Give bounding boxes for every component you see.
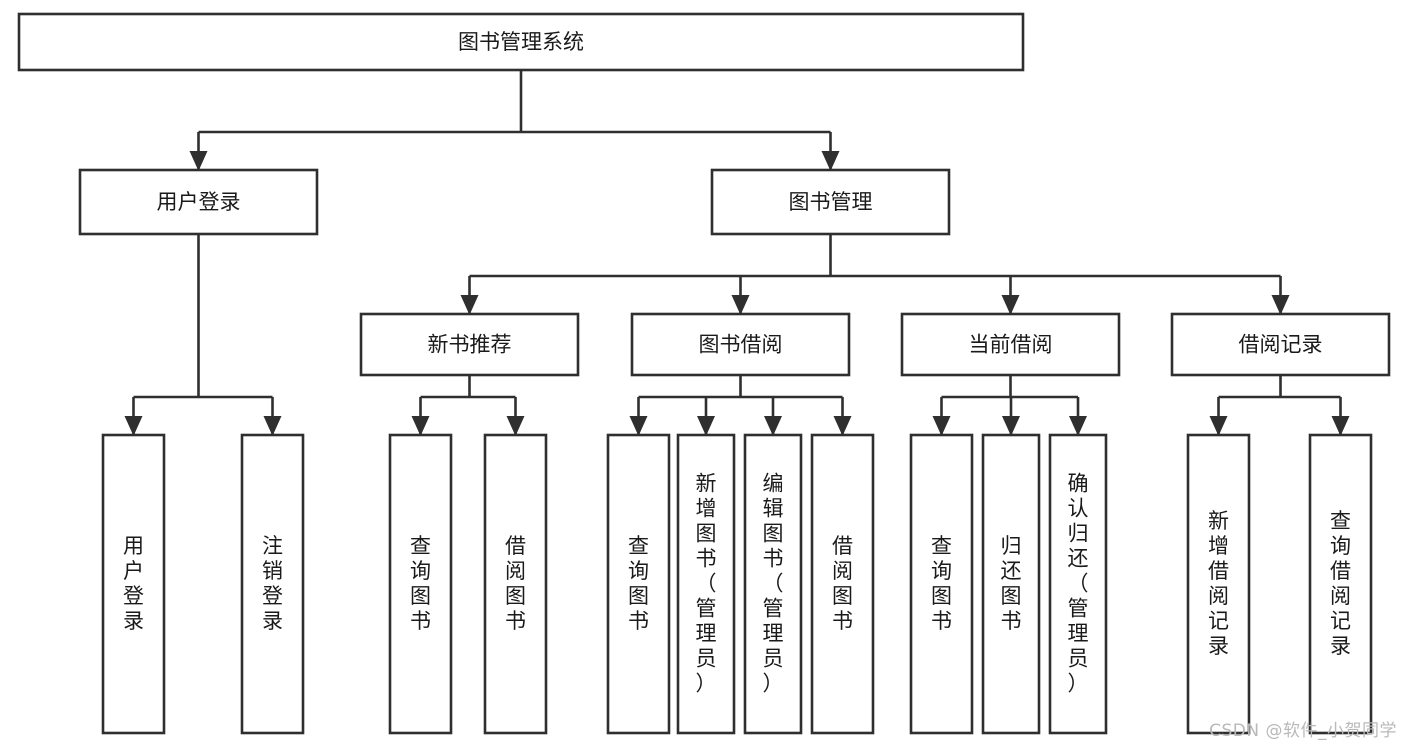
node-book-borrow-label: 图书借阅 xyxy=(699,333,783,357)
node-leaf-user-login-box[interactable] xyxy=(101,433,166,735)
node-user-login-box[interactable] xyxy=(78,168,319,236)
node-leaf-borrow-book-2-box[interactable] xyxy=(810,433,875,735)
node-leaf-confirm-return-label: 确认归还（管理员） xyxy=(1068,472,1089,696)
node-leaf-borrow-book-1-label: 借阅图书 xyxy=(505,534,526,633)
node-leaf-query-book-3[interactable]: 查询图书 xyxy=(909,433,974,735)
node-leaf-add-record[interactable]: 新增借阅记录 xyxy=(1186,433,1251,735)
node-current-borrow[interactable]: 当前借阅 xyxy=(900,312,1121,377)
node-leaf-return-book-box[interactable] xyxy=(981,433,1041,735)
arrow-head-icon xyxy=(629,416,648,436)
node-leaf-add-record-box[interactable] xyxy=(1186,433,1251,735)
arrow-head-icon xyxy=(460,295,479,315)
arrow-head-icon xyxy=(506,416,525,436)
arrow-head-icon xyxy=(697,416,715,436)
node-leaf-user-login[interactable]: 用户登录 xyxy=(101,433,166,735)
node-leaf-query-book-1[interactable]: 查询图书 xyxy=(388,433,453,735)
node-book-borrow[interactable]: 图书借阅 xyxy=(630,312,851,377)
node-new-book-rec-box[interactable] xyxy=(359,312,580,377)
arrow-head-icon xyxy=(1271,295,1290,315)
node-leaf-query-record-box[interactable] xyxy=(1308,433,1373,735)
arrow-head-icon xyxy=(1209,416,1228,436)
node-book-manage[interactable]: 图书管理 xyxy=(710,168,951,236)
node-root-system[interactable]: 图书管理系统 xyxy=(17,12,1025,72)
arrow-head-icon xyxy=(1002,416,1020,436)
node-leaf-query-book-2-box[interactable] xyxy=(606,433,671,735)
node-user-login[interactable]: 用户登录 xyxy=(78,168,319,236)
node-user-login-label: 用户登录 xyxy=(157,190,241,214)
arrow-head-icon xyxy=(263,416,282,436)
arrow-head-icon xyxy=(1069,416,1087,436)
nodes-layer: 图书管理系统用户登录图书管理新书推荐图书借阅当前借阅借阅记录用户登录注销登录查询… xyxy=(17,12,1391,735)
node-leaf-user-logout-box[interactable] xyxy=(240,433,305,735)
node-leaf-edit-book-label: 编辑图书（管理员） xyxy=(763,472,784,696)
node-leaf-query-book-1-box[interactable] xyxy=(388,433,453,735)
node-borrow-record[interactable]: 借阅记录 xyxy=(1170,312,1391,377)
node-leaf-query-book-3-label: 查询图书 xyxy=(931,534,952,633)
node-leaf-user-login-label: 用户登录 xyxy=(123,534,144,633)
connectors-layer xyxy=(124,70,1350,436)
arrow-head-icon xyxy=(124,416,143,436)
node-leaf-edit-book-box[interactable] xyxy=(743,433,803,735)
node-leaf-query-book-3-box[interactable] xyxy=(909,433,974,735)
node-leaf-user-logout[interactable]: 注销登录 xyxy=(240,433,305,735)
watermark-text: CSDN @软件_小贺同学 xyxy=(1209,721,1397,741)
node-leaf-edit-book[interactable]: 编辑图书（管理员） xyxy=(743,433,803,735)
node-current-borrow-box[interactable] xyxy=(900,312,1121,377)
node-root-system-box[interactable] xyxy=(17,12,1025,72)
node-borrow-record-label: 借阅记录 xyxy=(1239,333,1323,357)
node-leaf-return-book-label: 归还图书 xyxy=(1001,534,1022,633)
node-leaf-borrow-book-2[interactable]: 借阅图书 xyxy=(810,433,875,735)
node-root-system-label: 图书管理系统 xyxy=(458,30,584,54)
node-book-manage-box[interactable] xyxy=(710,168,951,236)
arrow-head-icon xyxy=(833,416,852,436)
node-leaf-user-logout-label: 注销登录 xyxy=(262,534,283,633)
node-leaf-borrow-book-1[interactable]: 借阅图书 xyxy=(483,433,548,735)
node-leaf-query-record-label: 查询借阅记录 xyxy=(1330,509,1351,658)
node-book-manage-label: 图书管理 xyxy=(789,190,873,214)
node-leaf-add-book[interactable]: 新增图书（管理员） xyxy=(676,433,736,735)
node-borrow-record-box[interactable] xyxy=(1170,312,1391,377)
node-leaf-query-book-2[interactable]: 查询图书 xyxy=(606,433,671,735)
node-leaf-add-book-box[interactable] xyxy=(676,433,736,735)
node-leaf-borrow-book-1-box[interactable] xyxy=(483,433,548,735)
arrow-head-icon xyxy=(1001,295,1020,315)
arrow-head-icon xyxy=(1331,416,1350,436)
arrow-head-icon xyxy=(411,416,430,436)
node-leaf-query-record[interactable]: 查询借阅记录 xyxy=(1308,433,1373,735)
node-leaf-add-book-label: 新增图书（管理员） xyxy=(696,472,717,696)
node-leaf-confirm-return-box[interactable] xyxy=(1048,433,1108,735)
arrow-head-icon xyxy=(764,416,782,436)
node-leaf-add-record-label: 新增借阅记录 xyxy=(1208,509,1229,658)
node-current-borrow-label: 当前借阅 xyxy=(969,333,1053,357)
node-new-book-rec[interactable]: 新书推荐 xyxy=(359,312,580,377)
arrow-head-icon xyxy=(932,416,951,436)
node-leaf-query-book-2-label: 查询图书 xyxy=(628,534,649,633)
node-leaf-confirm-return[interactable]: 确认归还（管理员） xyxy=(1048,433,1108,735)
node-leaf-query-book-1-label: 查询图书 xyxy=(410,534,431,633)
node-book-borrow-box[interactable] xyxy=(630,312,851,377)
arrow-head-icon xyxy=(821,151,840,171)
node-leaf-borrow-book-2-label: 借阅图书 xyxy=(832,534,853,633)
arrow-head-icon xyxy=(731,295,750,315)
node-new-book-rec-label: 新书推荐 xyxy=(428,333,512,357)
arrow-head-icon xyxy=(189,151,208,171)
node-leaf-return-book[interactable]: 归还图书 xyxy=(981,433,1041,735)
